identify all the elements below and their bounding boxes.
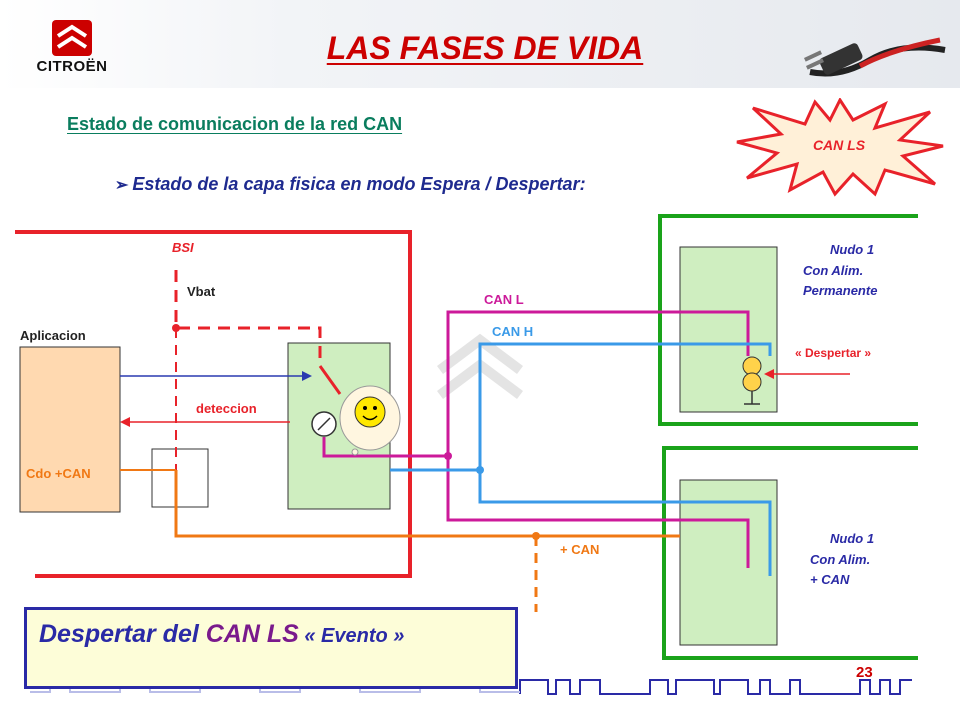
- node-can-transceiver: [679, 479, 778, 646]
- wake-detector-icon: [742, 356, 762, 376]
- vbat-label: Vbat: [187, 284, 216, 299]
- bullet-text: Estado de la capa fisica en modo Espera …: [132, 174, 586, 194]
- square-wave-decoration: [519, 679, 912, 695]
- header-band: [0, 0, 960, 88]
- plus-can-label: + CAN: [560, 542, 600, 557]
- bsi-boundary: [15, 230, 412, 578]
- callout-text: Despertar del CAN LS « Evento »: [39, 620, 405, 648]
- can-l-branch: [446, 456, 750, 568]
- aplicacion-block: [19, 346, 121, 513]
- node-can-label: Nudo 1: [830, 531, 875, 546]
- can-h-line: [390, 342, 772, 472]
- aplicacion-label: Aplicacion: [20, 328, 86, 343]
- vbat-dashed-line: [174, 270, 322, 366]
- node-perm-label: Nudo 1: [830, 242, 875, 257]
- can-h-branch: [478, 470, 772, 576]
- citroen-logo-icon: [52, 20, 92, 56]
- page-title: LAS FASES DE VIDA: [326, 30, 644, 66]
- burst-label: CAN LS: [813, 137, 866, 153]
- bullet-heading: ➢Estado de la capa fisica en modo Espera…: [115, 174, 586, 195]
- bsi-label: BSI: [172, 240, 194, 255]
- node-can-boundary: [662, 446, 918, 660]
- section-subtitle: Estado de comunicacion de la red CAN: [67, 114, 403, 134]
- smiley-cloud-icon: [339, 385, 401, 456]
- deteccion-label: deteccion: [196, 401, 257, 416]
- node-perm-transceiver: [679, 246, 778, 413]
- node-perm-boundary: [658, 214, 918, 426]
- can-h-label: CAN H: [492, 324, 534, 339]
- cdo-can-label: Cdo +CAN: [26, 466, 91, 481]
- vbat-switch: [318, 365, 342, 395]
- brand-name: CITROËN: [36, 58, 108, 75]
- page-number: 23: [856, 664, 873, 681]
- can-ls-burst: CAN LS: [736, 98, 944, 197]
- can-l-line: [322, 310, 750, 458]
- can-l-label: CAN L: [484, 292, 524, 307]
- can-switch-block: [151, 448, 209, 508]
- arrow-bullet-icon: ➢: [115, 177, 129, 194]
- plus-can-line: [174, 470, 680, 538]
- plug-icon: [803, 37, 946, 77]
- callout-box: Despertar del CAN LS « Evento »: [24, 607, 518, 689]
- despertar-label: « Despertar »: [795, 346, 872, 360]
